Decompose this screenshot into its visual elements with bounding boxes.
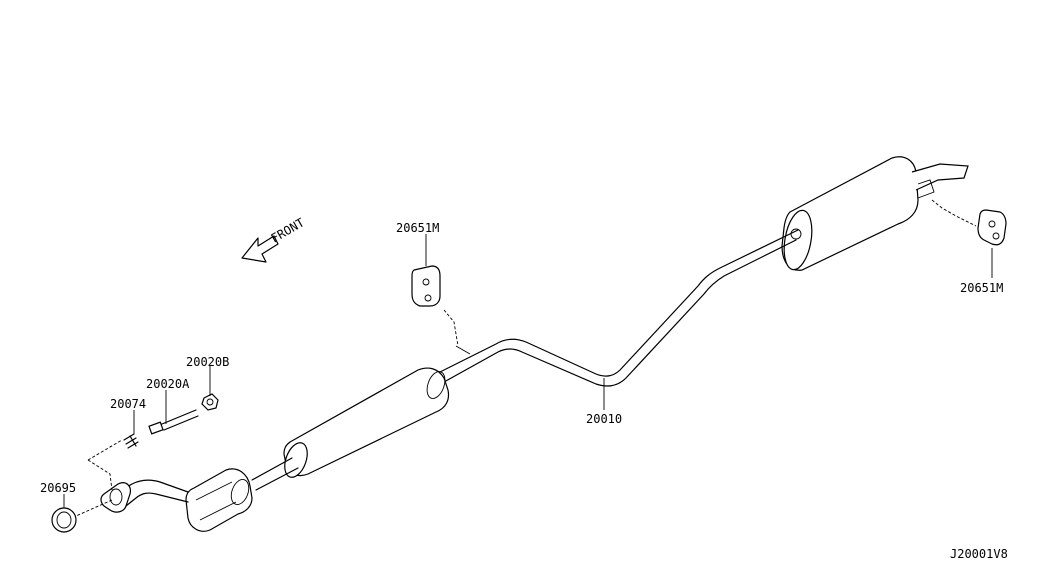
center-resonator [283, 367, 450, 478]
label-gasket: 20695 [40, 481, 76, 495]
label-stud-bolt: 20020A [146, 377, 190, 391]
gasket-20695 [51, 507, 77, 533]
label-hanger-front: 20651M [396, 221, 439, 235]
label-nut: 20020B [186, 355, 229, 369]
rear-muffler [781, 156, 969, 271]
exhaust-tube-20010 [439, 229, 799, 387]
rubber-hanger-rear [931, 199, 1007, 246]
front-arrow-icon [241, 235, 279, 263]
front-tube [251, 457, 299, 491]
label-spring: 20074 [110, 397, 146, 411]
spring-20074 [123, 433, 139, 449]
nut-20020B [201, 393, 219, 411]
drawing-code: J20001V8 [950, 547, 1008, 561]
label-hanger-rear: 20651M [960, 281, 1003, 295]
flange [100, 482, 131, 513]
rubber-hanger-front [411, 265, 471, 355]
front-label: FRONT [269, 215, 307, 245]
catalytic-converter [121, 468, 253, 532]
stud-bolt-20020A [148, 409, 199, 435]
label-exhaust-tube: 20010 [586, 412, 622, 426]
